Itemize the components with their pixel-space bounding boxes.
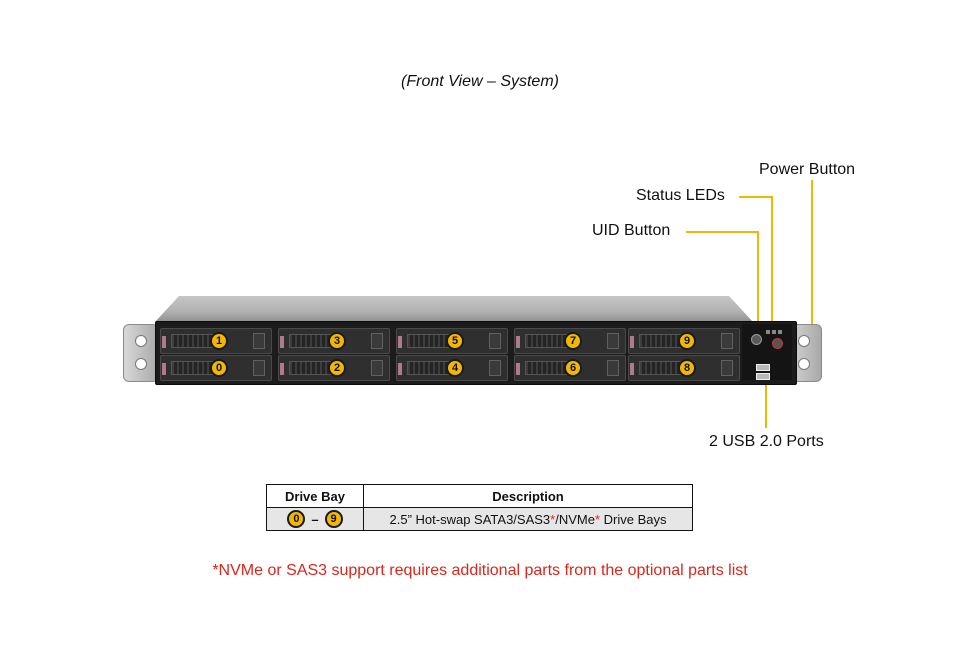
desc-footnote-mark-1: * [550,511,556,527]
drive-bay-legend-table: Drive Bay Description 0–9 2.5” Hot-swap … [266,484,693,531]
desc-footnote-mark-2: * [594,511,601,527]
power-button[interactable] [772,338,783,349]
power-button-label: Power Button [759,161,856,178]
server-front-panel: 1 3 5 7 9 0 2 4 6 8 [155,321,797,385]
drive-tray-9[interactable]: 9 [628,328,740,354]
drive-tray-6[interactable]: 6 [514,355,626,381]
bay-badge-6: 6 [564,359,582,377]
drive-tray-7[interactable]: 7 [514,328,626,354]
drive-tray-5[interactable]: 5 [396,328,508,354]
legend-header-drive-bay: Drive Bay [266,484,364,508]
status-led-3 [778,330,782,334]
drive-tray-2[interactable]: 2 [278,355,390,381]
status-led-1 [766,330,770,334]
usb-port-2[interactable] [756,373,770,380]
drive-tray-8[interactable]: 8 [628,355,740,381]
bay-badge-2: 2 [328,359,346,377]
status-led-2 [772,330,776,334]
status-leds-leader-line [771,196,773,328]
bay-range-end-badge: 9 [324,510,343,528]
usb-port-1[interactable] [756,364,770,371]
legend-header-description: Description [363,484,693,508]
usb-ports-leader-line [765,380,767,428]
drive-tray-1[interactable]: 1 [160,328,272,354]
desc-part-2: /NVMe [555,511,595,527]
uid-button-label: UID Button [592,222,671,239]
status-leds-leader-line-h [739,196,773,198]
chassis-top [155,296,753,322]
footnote: *NVMe or SAS3 support requires additiona… [212,562,748,579]
legend-bay-range: 0–9 [266,507,364,531]
bay-badge-4: 4 [446,359,464,377]
bay-range-start-badge: 0 [287,510,306,528]
bay-badge-7: 7 [564,332,582,350]
desc-part-1: 2.5” Hot-swap SATA3/SAS3 [389,511,551,527]
bay-badge-1: 1 [210,332,228,350]
legend-header-row: Drive Bay Description [266,484,693,508]
bay-badge-0: 0 [210,359,228,377]
drive-tray-0[interactable]: 0 [160,355,272,381]
drive-tray-3[interactable]: 3 [278,328,390,354]
bay-badge-9: 9 [678,332,696,350]
power-button-leader-line [811,180,813,346]
bay-badge-5: 5 [446,332,464,350]
desc-part-3: Drive Bays [600,511,667,527]
status-leds-label: Status LEDs [636,187,725,204]
bay-badge-3: 3 [328,332,346,350]
control-panel [742,324,792,380]
uid-button-leader-line [757,231,759,332]
drive-tray-4[interactable]: 4 [396,355,508,381]
uid-button-leader-line-h [686,231,759,233]
legend-description: 2.5” Hot-swap SATA3/SAS3*/NVMe* Drive Ba… [363,507,693,531]
bay-badge-8: 8 [678,359,696,377]
bay-range-separator: – [311,511,319,527]
figure-caption: (Front View – System) [401,73,559,90]
legend-row: 0–9 2.5” Hot-swap SATA3/SAS3*/NVMe* Driv… [266,507,693,531]
uid-button[interactable] [751,334,762,345]
left-rack-ear [123,324,159,382]
usb-ports-label: 2 USB 2.0 Ports [709,433,824,450]
